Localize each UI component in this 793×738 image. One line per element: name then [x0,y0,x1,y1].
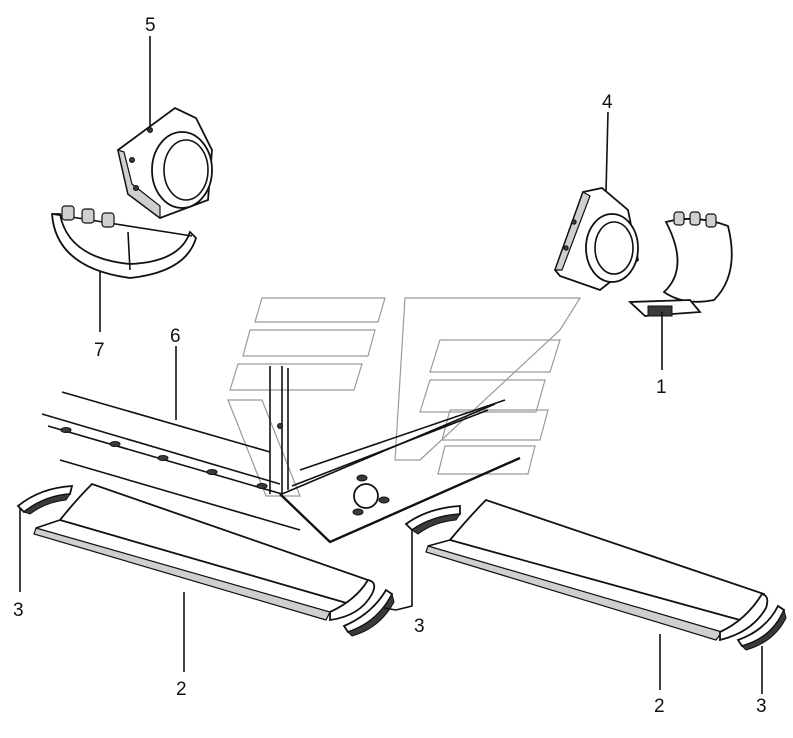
part-7-bearing-cap [51,205,198,279]
callout-7: 7 [94,340,105,361]
callout-1: 1 [656,377,667,398]
callout-2-left: 2 [176,679,187,700]
part-3-liner-bottom-left [342,588,395,637]
callout-3-right: 3 [756,696,767,717]
callout-3-center: 3 [414,616,425,637]
part-2-trough-left [33,482,376,622]
part-3-liner-bottom-right [736,604,787,651]
callout-2-right: 2 [654,696,665,717]
callout-5: 5 [145,15,156,36]
callout-3-left: 3 [13,600,24,621]
part-3-liner-top-left [16,485,74,515]
part-4-flange-housing [553,187,639,292]
part-6-frame [41,366,521,544]
part-1-bearing-cap [627,211,733,317]
callout-6: 6 [170,326,181,347]
part-5-flange-housing [116,106,213,220]
watermark-logo [227,297,582,497]
part-3-liner-top-right [404,505,461,535]
leader-lines [19,36,763,694]
callout-4: 4 [602,92,613,113]
part-2-trough-right [425,498,769,642]
